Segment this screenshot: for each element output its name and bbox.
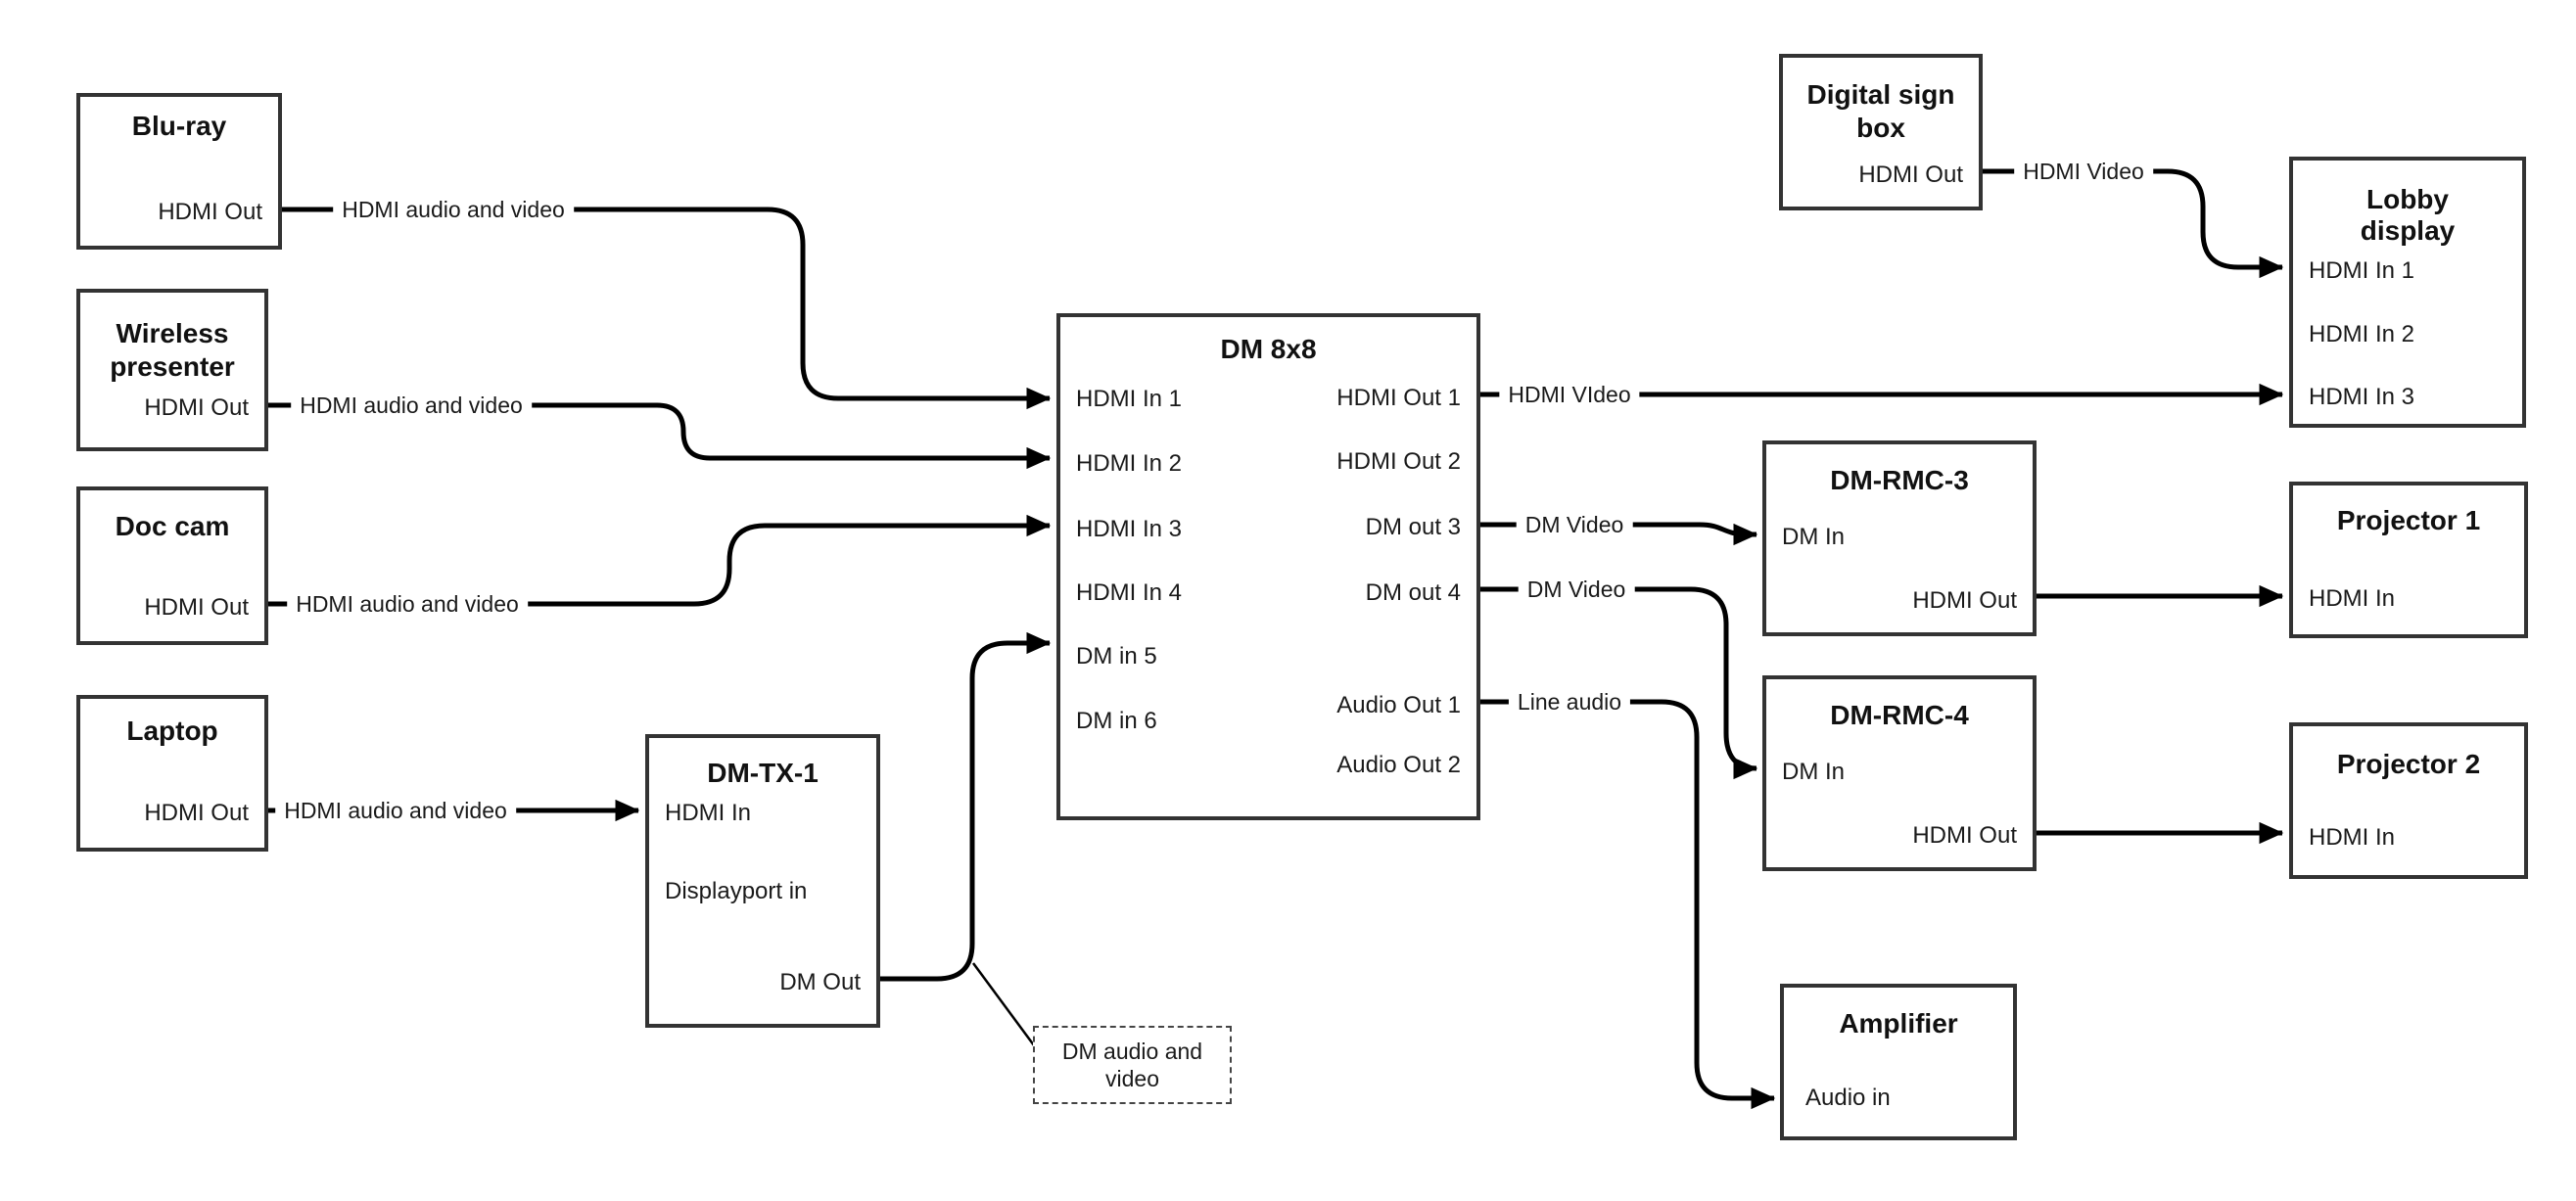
- connection-label-wireless: HDMI audio and video: [291, 391, 532, 420]
- port-hdmi-in-4: HDMI In 4: [1076, 579, 1183, 606]
- port-hdmi-in: HDMI In: [2309, 824, 2396, 851]
- port-hdmi-out-1: HDMI Out 1: [1336, 385, 1461, 411]
- port-dm-out-4: DM out 4: [1365, 579, 1461, 606]
- callout-text: DM audio and video: [1061, 1039, 1203, 1091]
- port-dm-in-6: DM in 6: [1076, 708, 1157, 734]
- node-title: DM-TX-1: [707, 758, 819, 788]
- node-title: Wireless presenter: [110, 318, 235, 382]
- connection-label-doccam: HDMI audio and video: [287, 589, 528, 619]
- connector-dm8x8-audio1-to-amplifier: [1480, 699, 1776, 1110]
- node-digital-sign-box[interactable]: Digital sign box HDMI Out: [1779, 54, 1983, 210]
- node-title: Lobby display: [2360, 184, 2456, 246]
- connector-dm8x8-out4-to-rmc4: [1480, 586, 1758, 780]
- connector-dmtx1-to-dm8x8-in5: [880, 631, 1052, 982]
- port-audio-in: Audio in: [1805, 1085, 1891, 1111]
- node-dm-tx-1[interactable]: DM-TX-1 HDMI In Displayport in DM Out: [645, 734, 880, 1028]
- port-dm-out-3: DM out 3: [1365, 514, 1461, 540]
- node-projector-1[interactable]: Projector 1 HDMI In: [2289, 482, 2528, 638]
- connection-label-hdmi-video-sign: HDMI Video: [2014, 157, 2153, 186]
- port-hdmi-out: HDMI Out: [144, 800, 249, 826]
- port-hdmi-in-1: HDMI In 1: [2309, 257, 2415, 284]
- node-doc-cam[interactable]: Doc cam HDMI Out: [76, 486, 268, 645]
- connector-wireless-to-dm8x8-in2: [268, 402, 1052, 470]
- connector-bluray-to-dm8x8-in1: [282, 207, 1052, 410]
- port-hdmi-in-2: HDMI In 2: [2309, 321, 2415, 347]
- node-title: Projector 1: [2336, 505, 2481, 535]
- port-displayport-in: Displayport in: [665, 878, 808, 904]
- connection-label-bluray: HDMI audio and video: [333, 195, 574, 224]
- node-title: Laptop: [126, 716, 218, 746]
- port-dm-in: DM In: [1782, 524, 1846, 550]
- port-hdmi-out: HDMI Out: [144, 594, 249, 621]
- port-dm-out: DM Out: [779, 969, 861, 995]
- node-projector-2[interactable]: Projector 2 HDMI In: [2289, 722, 2528, 879]
- connector-doccam-to-dm8x8-in3: [268, 514, 1052, 607]
- node-title: Projector 2: [2336, 749, 2481, 779]
- port-dm-in: DM In: [1782, 759, 1846, 785]
- port-audio-out-1: Audio Out 1: [1336, 692, 1461, 718]
- port-hdmi-in: HDMI In: [665, 800, 752, 826]
- port-hdmi-out: HDMI Out: [158, 199, 262, 225]
- node-dm-8x8[interactable]: DM 8x8 HDMI In 1 HDMI In 2 HDMI In 3 HDM…: [1056, 313, 1480, 820]
- port-hdmi-out: HDMI Out: [1858, 162, 1963, 188]
- node-amplifier[interactable]: Amplifier Audio in: [1780, 984, 2017, 1140]
- callout-dm-audio-video[interactable]: DM audio and video: [1033, 1026, 1232, 1104]
- node-dm-rmc-3[interactable]: DM-RMC-3 DM In HDMI Out: [1762, 440, 2037, 636]
- node-title: Amplifier: [1839, 1008, 1958, 1039]
- node-bluray[interactable]: Blu-ray HDMI Out: [76, 93, 282, 250]
- node-dm-rmc-4[interactable]: DM-RMC-4 DM In HDMI Out: [1762, 675, 2037, 871]
- port-hdmi-in-3: HDMI In 3: [1076, 516, 1183, 542]
- connection-label-dm-video-4: DM Video: [1518, 575, 1635, 604]
- callout-leader-line: [971, 962, 1036, 1046]
- port-audio-out-2: Audio Out 2: [1336, 752, 1461, 778]
- connector-dm8x8-out3-to-rmc3: [1480, 522, 1758, 546]
- port-hdmi-in-2: HDMI In 2: [1076, 450, 1183, 477]
- node-title: DM-RMC-4: [1830, 700, 1969, 730]
- port-hdmi-out-2: HDMI Out 2: [1336, 448, 1461, 475]
- connector-digsign-to-lobby-in1: [1983, 168, 2284, 279]
- port-hdmi-out: HDMI Out: [144, 394, 249, 421]
- connection-label-hdmi-video-long: HDMI VIdeo: [1499, 380, 1640, 409]
- port-hdmi-in-3: HDMI In 3: [2309, 384, 2415, 410]
- port-dm-in-5: DM in 5: [1076, 643, 1157, 670]
- node-title: Blu-ray: [131, 111, 227, 141]
- connection-label-laptop: HDMI audio and video: [275, 796, 516, 825]
- port-hdmi-out: HDMI Out: [1912, 587, 2017, 614]
- node-title: Doc cam: [115, 511, 230, 541]
- port-hdmi-in: HDMI In: [2309, 585, 2396, 612]
- port-hdmi-in-1: HDMI In 1: [1076, 386, 1183, 412]
- node-title: DM-RMC-3: [1830, 465, 1969, 495]
- connection-label-dm-video-3: DM Video: [1516, 510, 1633, 539]
- port-hdmi-out: HDMI Out: [1912, 822, 2017, 849]
- node-wireless-presenter[interactable]: Wireless presenter HDMI Out: [76, 289, 268, 451]
- node-lobby-display[interactable]: Lobby display HDMI In 1 HDMI In 2 HDMI I…: [2289, 157, 2526, 428]
- connection-label-line-audio: Line audio: [1508, 687, 1631, 716]
- node-title: Digital sign box: [1806, 79, 1955, 143]
- node-laptop[interactable]: Laptop HDMI Out: [76, 695, 268, 852]
- node-title: DM 8x8: [1220, 334, 1317, 364]
